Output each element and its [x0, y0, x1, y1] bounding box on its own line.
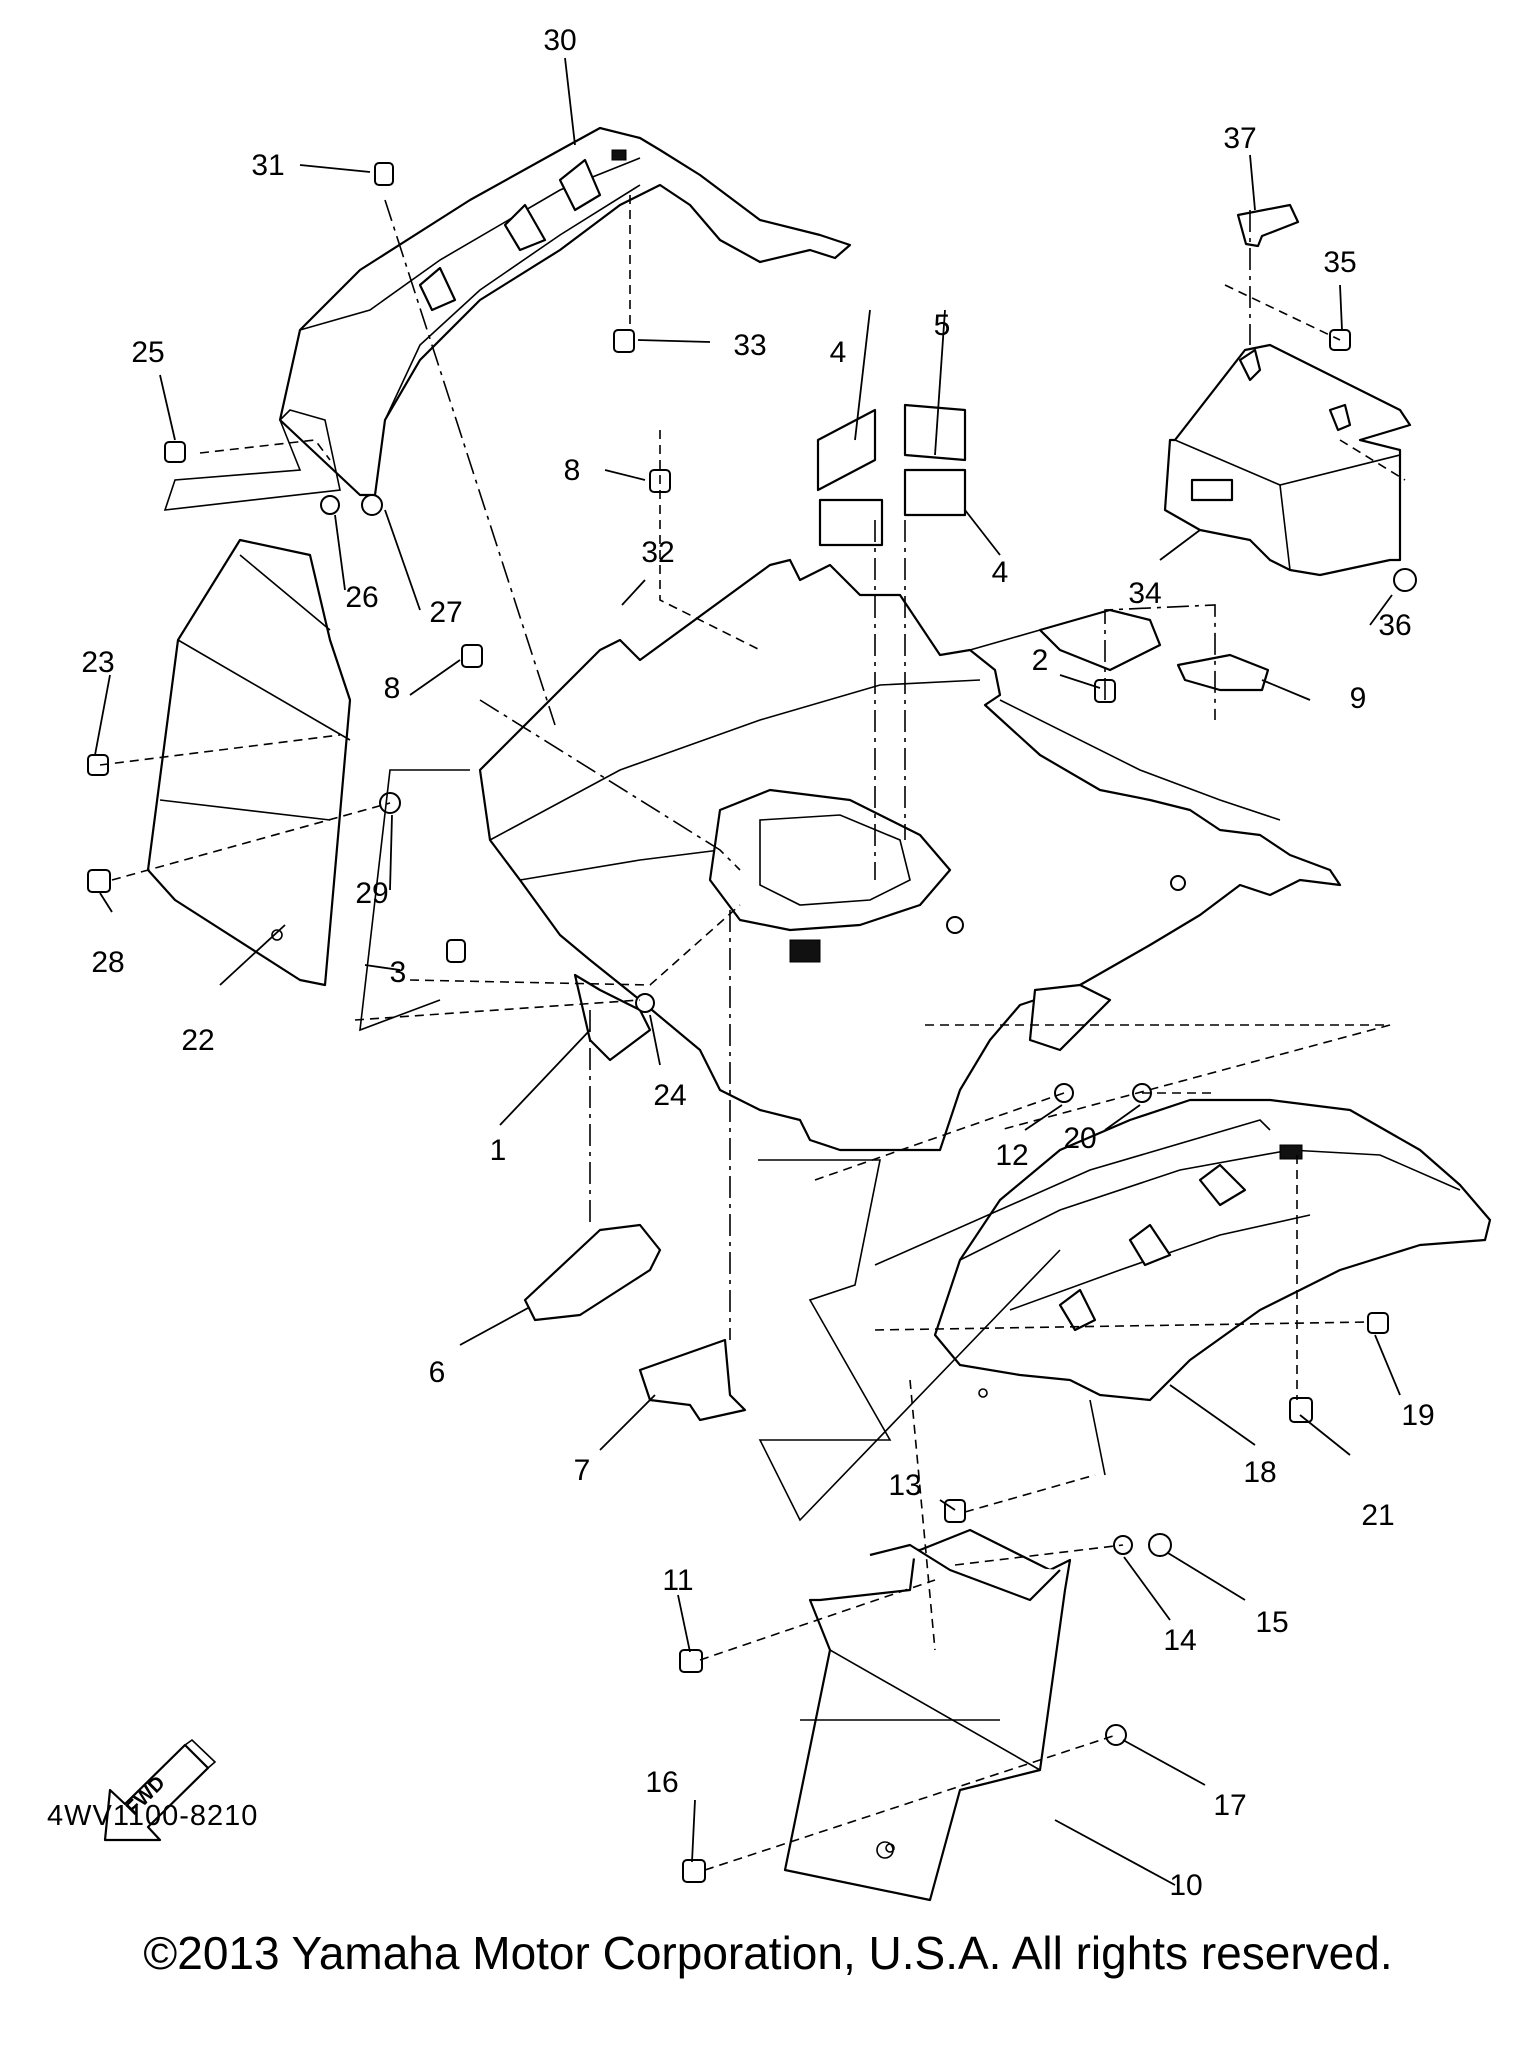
fasteners: [87, 162, 1417, 1883]
callout-11: 11: [662, 1564, 693, 1597]
part-6-plate: [523, 1223, 662, 1322]
callout-26: 26: [345, 581, 378, 614]
callout-22: 22: [181, 1024, 214, 1057]
callout-7: 7: [574, 1454, 591, 1487]
callout-24: 24: [653, 1079, 686, 1112]
callout-30: 30: [543, 24, 576, 57]
callout-27: 27: [429, 596, 462, 629]
part-37-clip: [1236, 203, 1300, 248]
assembly-guide-lines: [99, 195, 1406, 1871]
callout-36: 36: [1378, 609, 1411, 642]
callout-2: 2: [1032, 644, 1049, 677]
callout-35: 35: [1323, 246, 1356, 279]
callout-28: 28: [91, 946, 124, 979]
callout-31: 31: [251, 149, 284, 182]
callout-1: 1: [490, 1134, 507, 1167]
part-7-plate: [638, 1338, 747, 1422]
callout-13: 13: [888, 1469, 921, 1502]
part-18-right-fender: [933, 1098, 1492, 1402]
fwd-arrow-icon: FWD: [103, 1738, 217, 1842]
diagram-code: 4WV1100-8210: [47, 1800, 259, 1832]
callout-12: 12: [995, 1139, 1028, 1172]
callout-10: 10: [1169, 1869, 1202, 1902]
callout-25: 25: [131, 336, 164, 369]
callout-3: 3: [390, 956, 407, 989]
callout-8-upper: 8: [564, 454, 581, 487]
callout-4-right: 4: [992, 556, 1009, 589]
leader-lines: [94, 57, 1401, 1886]
copyright-notice: ©2013 Yamaha Motor Corporation, U.S.A. A…: [143, 1927, 1393, 1979]
callout-5: 5: [934, 309, 951, 342]
part-34-storage-box: [1163, 343, 1412, 577]
part-1-rear-fender: [478, 558, 1342, 1152]
callout-14: 14: [1163, 1624, 1196, 1657]
part-9-pad: [1176, 653, 1270, 692]
callout-19: 19: [1401, 1399, 1434, 1432]
fender-guide-outline: [874, 1119, 1271, 1266]
callout-6: 6: [429, 1356, 446, 1389]
callout-21: 21: [1361, 1499, 1394, 1532]
callout-32: 32: [641, 536, 674, 569]
callout-4-left: 4: [830, 336, 847, 369]
callout-17: 17: [1213, 1789, 1246, 1822]
part-4-5-label-sheets: [816, 403, 967, 547]
callout-8-lower: 8: [384, 672, 401, 705]
part-30-rear-guard: [278, 126, 852, 497]
callout-16: 16: [645, 1766, 678, 1799]
callout-9: 9: [1350, 682, 1367, 715]
callout-37: 37: [1223, 122, 1256, 155]
part-22-left-flap: [146, 538, 352, 987]
callout-15: 15: [1255, 1606, 1288, 1639]
callout-29: 29: [355, 877, 388, 910]
callout-labels: 30 31 33 25 8 32 4 5 4 37 35 34 36 2 9 8…: [81, 24, 1434, 1902]
callout-34: 34: [1128, 577, 1161, 610]
callout-20: 20: [1063, 1122, 1096, 1155]
callout-18: 18: [1243, 1456, 1276, 1489]
part-10-right-flap: [783, 1528, 1072, 1902]
callout-23: 23: [81, 646, 114, 679]
callout-33: 33: [733, 329, 766, 362]
flap-guide-outline: [163, 409, 341, 511]
